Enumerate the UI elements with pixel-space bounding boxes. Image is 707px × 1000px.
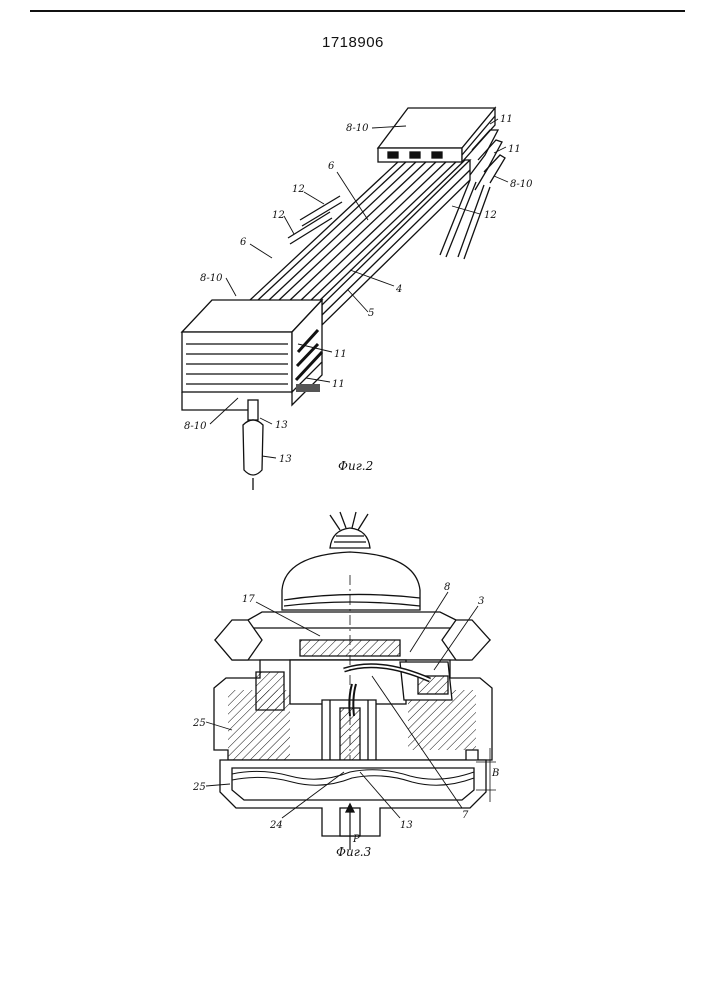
- label-12-right: 12: [484, 210, 497, 221]
- label-3: 3: [478, 596, 484, 607]
- dome-cover: [282, 552, 420, 610]
- label-13-a: 13: [275, 420, 288, 431]
- label-25-a: 25: [192, 718, 206, 729]
- block-bottom-left: [182, 300, 322, 490]
- label-4: 4: [395, 284, 402, 295]
- label-8-10-top: 8-10: [346, 123, 369, 134]
- label-8-10-bottom: 8-10: [184, 421, 207, 432]
- label-13: 13: [400, 820, 413, 831]
- figure-3-caption: Фиг.3: [336, 845, 372, 859]
- label-24: 24: [269, 820, 283, 831]
- label-17: 17: [242, 594, 255, 605]
- label-6-top: 6: [328, 161, 335, 172]
- figure-3-drawing: [206, 512, 496, 850]
- label-13-b: 13: [279, 454, 292, 465]
- label-8-10-left: 8-10: [200, 273, 223, 284]
- label-B: В: [491, 768, 499, 779]
- figure-2-labels: 8-10 11 11 8-10 12 6 12 12 6 4 5 8-10 11…: [184, 114, 533, 473]
- figure-2-drawing: [182, 108, 508, 490]
- label-8: 8: [444, 582, 450, 593]
- figure-2-caption: Фиг.2: [338, 459, 373, 473]
- label-P: P: [352, 834, 360, 845]
- label-12-left-a: 12: [292, 184, 305, 195]
- label-11-d: 11: [332, 379, 345, 390]
- label-6-left: 6: [240, 237, 247, 248]
- label-7: 7: [462, 810, 469, 821]
- label-5: 5: [368, 308, 374, 319]
- label-8-10-right: 8-10: [510, 179, 533, 190]
- label-12-left-b: 12: [272, 210, 285, 221]
- label-11-c: 11: [334, 349, 347, 360]
- wire-leads: [330, 512, 370, 548]
- label-11-a: 11: [500, 114, 513, 125]
- label-11-b: 11: [508, 144, 521, 155]
- label-25-b: 25: [192, 782, 206, 793]
